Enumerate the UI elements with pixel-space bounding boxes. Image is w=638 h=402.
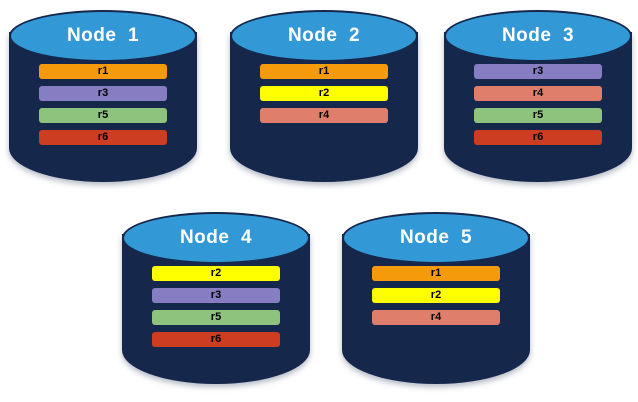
replica-list: r1 r2 r4	[230, 64, 418, 123]
node-label: Node 4	[179, 227, 253, 248]
replica-bar-r4[interactable]: r4	[260, 108, 388, 123]
node-label: Node 5	[399, 227, 473, 248]
cylinder-top-ellipse	[9, 10, 197, 62]
replica-bar-r6[interactable]: r6	[39, 130, 167, 145]
replica-list: r2 r3 r5 r6	[122, 266, 310, 347]
database-node-3[interactable]: Node 3 r3 r4 r5 r6	[440, 6, 636, 194]
replica-list: r3 r4 r5 r6	[444, 64, 632, 145]
replica-bar-r1[interactable]: r1	[372, 266, 500, 281]
replica-bar-r2[interactable]: r2	[152, 266, 280, 281]
cylinder-top-ellipse	[444, 10, 632, 62]
replica-bar-r5[interactable]: r5	[152, 310, 280, 325]
node-label: Node 2	[287, 25, 361, 46]
replica-bar-r5[interactable]: r5	[474, 108, 602, 123]
replica-bar-r3[interactable]: r3	[39, 86, 167, 101]
cylinder-top-ellipse	[230, 10, 418, 62]
database-node-4[interactable]: Node 4 r2 r3 r5 r6	[118, 208, 314, 396]
replica-bar-r3[interactable]: r3	[474, 64, 602, 79]
replica-list: r1 r2 r4	[342, 266, 530, 325]
replica-bar-r4[interactable]: r4	[372, 310, 500, 325]
replica-bar-r3[interactable]: r3	[152, 288, 280, 303]
replica-bar-r6[interactable]: r6	[474, 130, 602, 145]
replica-bar-r5[interactable]: r5	[39, 108, 167, 123]
cylinder-top-ellipse	[342, 212, 530, 264]
replica-bar-r1[interactable]: r1	[260, 64, 388, 79]
database-node-1[interactable]: Node 1 r1 r3 r5 r6	[5, 6, 201, 194]
replica-bar-r6[interactable]: r6	[152, 332, 280, 347]
replica-list: r1 r3 r5 r6	[9, 64, 197, 145]
cylinder-top-ellipse	[122, 212, 310, 264]
node-label: Node 1	[66, 25, 140, 46]
database-node-5[interactable]: Node 5 r1 r2 r4	[338, 208, 534, 396]
replica-bar-r2[interactable]: r2	[372, 288, 500, 303]
node-label: Node 3	[501, 25, 575, 46]
replica-bar-r2[interactable]: r2	[260, 86, 388, 101]
replica-bar-r4[interactable]: r4	[474, 86, 602, 101]
replica-bar-r1[interactable]: r1	[39, 64, 167, 79]
database-node-2[interactable]: Node 2 r1 r2 r4	[226, 6, 422, 194]
